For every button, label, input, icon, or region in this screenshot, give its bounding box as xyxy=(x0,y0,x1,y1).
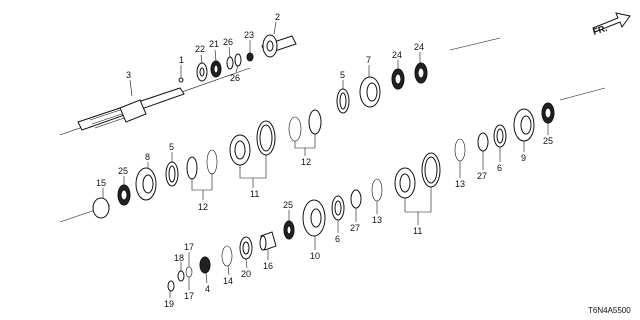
mainshaft-part-3 xyxy=(77,87,185,131)
callout-1: 1 xyxy=(179,55,184,65)
callout-26: 26 xyxy=(230,73,240,83)
callout-22: 22 xyxy=(195,44,205,54)
callout-27: 27 xyxy=(477,171,487,181)
callout-25: 25 xyxy=(118,166,128,176)
top-row-washers xyxy=(178,52,254,83)
callout-17: 17 xyxy=(184,291,194,301)
callout-14: 14 xyxy=(223,276,233,286)
callout-26: 26 xyxy=(223,37,233,47)
middle-row-parts xyxy=(92,109,322,219)
callout-23: 23 xyxy=(244,30,254,40)
top-right-gear-stack xyxy=(336,62,428,114)
callout-13: 13 xyxy=(455,179,465,189)
ring-12c xyxy=(288,116,302,142)
callout-10: 10 xyxy=(310,251,320,261)
callout-8: 8 xyxy=(145,152,150,162)
right-middle-parts xyxy=(454,102,555,162)
ring-26a xyxy=(226,56,234,70)
ring-13a xyxy=(454,138,466,162)
callout-25: 25 xyxy=(283,200,293,210)
callout-6: 6 xyxy=(497,163,502,173)
bottom-row-parts xyxy=(167,152,441,292)
callout-19: 19 xyxy=(164,299,174,309)
countershaft-gear-part-2 xyxy=(261,34,297,58)
callout-24: 24 xyxy=(392,50,402,60)
callout-12: 12 xyxy=(301,157,311,167)
callout-5: 5 xyxy=(340,70,345,80)
ring-12a xyxy=(186,156,198,180)
nut-23 xyxy=(246,52,254,62)
callout-25: 25 xyxy=(543,136,553,146)
ring-18 xyxy=(177,270,185,282)
callout-27: 27 xyxy=(350,223,360,233)
front-direction-label: FR. xyxy=(592,23,609,37)
callout-12: 12 xyxy=(198,202,208,212)
gear-4 xyxy=(199,256,211,274)
ring-12b xyxy=(206,149,218,175)
ring-27a xyxy=(477,132,489,152)
callout-2: 2 xyxy=(275,12,280,22)
callout-20: 20 xyxy=(241,269,251,279)
callout-6: 6 xyxy=(335,234,340,244)
callout-9: 9 xyxy=(521,153,526,163)
ring-27b xyxy=(350,189,362,209)
callout-13: 13 xyxy=(372,215,382,225)
callout-7: 7 xyxy=(366,55,371,65)
ring-14 xyxy=(221,245,233,267)
callout-21: 21 xyxy=(209,39,219,49)
clip-19 xyxy=(167,280,175,292)
ring-12d xyxy=(308,109,322,135)
callout-18: 18 xyxy=(174,253,184,263)
callout-16: 16 xyxy=(263,261,273,271)
callout-4: 4 xyxy=(205,284,210,294)
callout-11: 11 xyxy=(250,189,259,199)
callout-labels: 2 22 21 26 23 26 1 3 5 7 24 24 5 8 25 15… xyxy=(96,12,553,309)
drawing-code: T6N4A5500 xyxy=(588,306,631,315)
ring-13b xyxy=(371,178,383,202)
callout-11: 11 xyxy=(413,226,422,236)
leader-lines xyxy=(102,21,549,298)
clip-17 xyxy=(185,266,193,278)
front-direction-arrow: FR. xyxy=(592,12,631,37)
callout-24: 24 xyxy=(414,42,424,52)
callout-5: 5 xyxy=(169,142,174,152)
callout-3: 3 xyxy=(126,70,131,80)
callout-15: 15 xyxy=(96,178,106,188)
collar-15 xyxy=(92,197,110,219)
callout-17: 17 xyxy=(184,242,194,252)
pin-1 xyxy=(178,77,184,83)
ring-26b xyxy=(234,53,242,67)
